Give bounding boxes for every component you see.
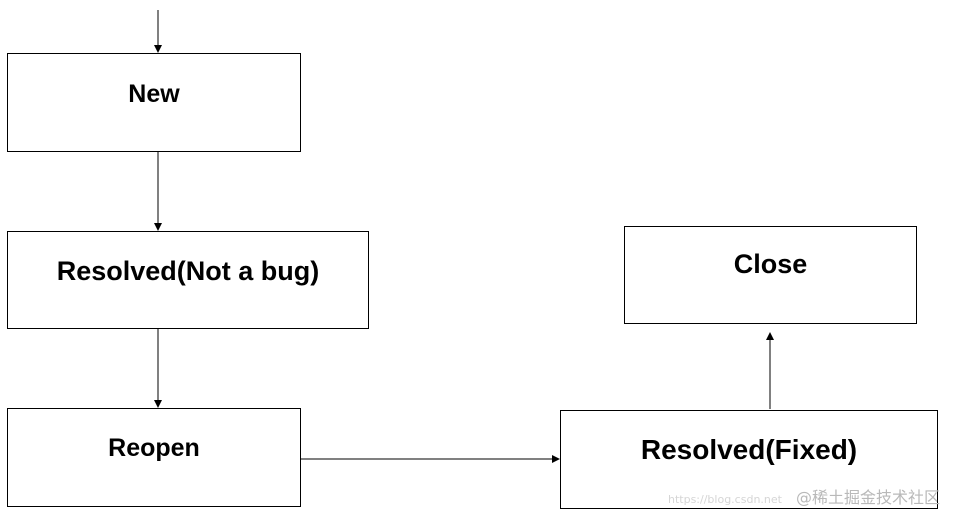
node-resolved-not-a-bug-label: Resolved(Not a bug)	[56, 256, 320, 286]
node-close-label: Close	[733, 249, 808, 279]
watermark-url: https://blog.csdn.net	[668, 493, 782, 506]
node-resolved-not-a-bug: Resolved(Not a bug)	[7, 231, 369, 329]
node-close: Close	[624, 226, 917, 324]
node-resolved-fixed-label: Resolved(Fixed)	[640, 434, 858, 465]
watermark: @稀土掘金技术社区	[795, 488, 940, 507]
node-reopen-label: Reopen	[108, 434, 200, 462]
node-resolved-fixed: Resolved(Fixed)	[560, 410, 938, 509]
node-new: New	[7, 53, 301, 152]
node-new-label: New	[128, 80, 180, 108]
node-reopen: Reopen	[7, 408, 301, 507]
